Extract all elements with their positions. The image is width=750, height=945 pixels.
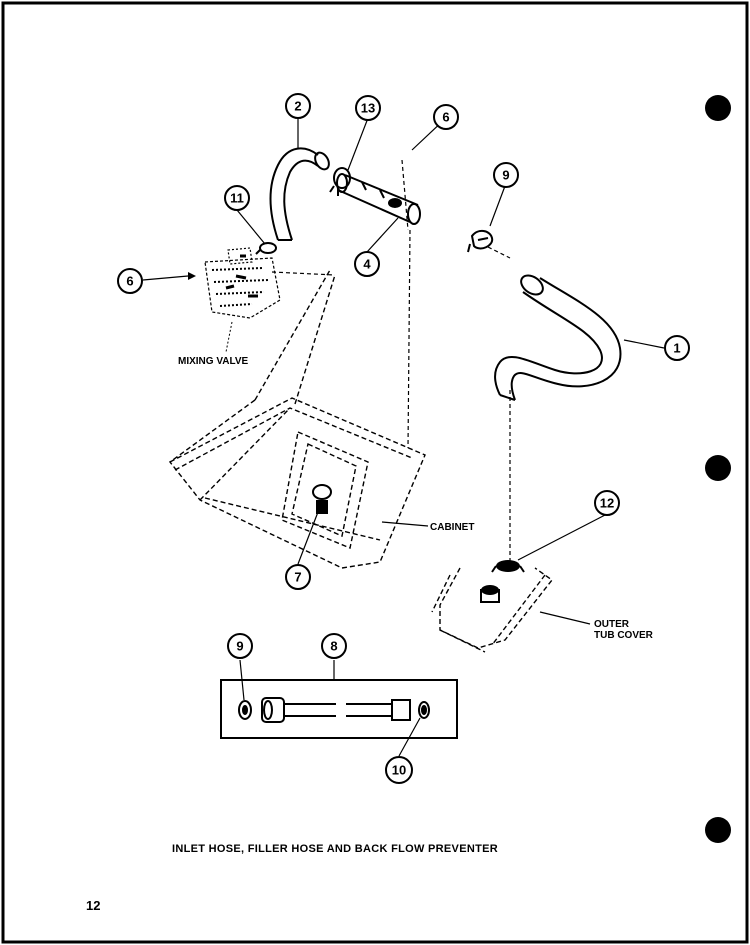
outer-tub-cover (431, 567, 554, 653)
mixing-valve-leader (225, 321, 233, 353)
binder-hole-top (705, 95, 731, 121)
diagram-title: INLET HOSE, FILLER HOSE AND BACK FLOW PR… (172, 843, 498, 855)
callout-7: 7 (294, 570, 301, 585)
mixing-valve-caption: MIXING VALVE (178, 356, 249, 367)
assembly-lines (271, 159, 511, 570)
callout-circle-1 (664, 335, 690, 361)
cabinet-caption: CABINET (430, 522, 474, 533)
callout-1: 1 (673, 341, 680, 356)
callout-4: 4 (363, 257, 371, 272)
callout-circle-8 (321, 633, 347, 659)
callout-10: 10 (392, 763, 406, 778)
binder-hole-middle (705, 455, 731, 481)
callout-6b: 6 (442, 110, 449, 125)
filler-hose (269, 147, 330, 241)
callout-circle-6a (117, 268, 143, 294)
back-flow-preventer (336, 173, 421, 225)
callout-circle-2 (285, 93, 311, 119)
leader-lines (142, 117, 665, 757)
callouts (117, 93, 690, 784)
callout-13: 13 (361, 101, 375, 116)
callout-circle-4 (354, 251, 380, 277)
mixing-valve (204, 247, 281, 319)
inlet-hose (494, 274, 622, 401)
callout-9b: 9 (236, 639, 243, 654)
callout-circle-6b (433, 104, 459, 130)
callout-8: 8 (330, 639, 337, 654)
callout-circle-10 (385, 756, 413, 784)
outer-tub-cover-caption-line1: OUTER (594, 619, 630, 630)
inlet-hose-assembly-box (220, 679, 458, 739)
clamp-11 (255, 242, 277, 255)
page-number: 12 (86, 898, 101, 913)
tub-cover-fitting (480, 585, 500, 603)
arrow-head (188, 272, 196, 280)
binder-hole-bottom (705, 817, 731, 843)
hose-clip-9 (467, 230, 494, 253)
cabinet-leader (381, 521, 429, 527)
callout-circle-13 (355, 95, 381, 121)
callout-circle-9b (227, 633, 253, 659)
inlet-hose-assembly (238, 697, 430, 723)
callout-12: 12 (600, 496, 614, 511)
callout-circle-7 (285, 564, 311, 590)
callout-11: 11 (230, 191, 244, 206)
outer-tub-cover-caption-line2: TUB COVER (594, 630, 654, 641)
back-flow-valve-12 (491, 560, 525, 573)
cabinet (168, 269, 426, 569)
callout-2: 2 (294, 99, 301, 114)
outer-tub-cover-leader (539, 611, 591, 625)
cabinet-fitting (312, 484, 332, 514)
callout-6a: 6 (126, 274, 133, 289)
callout-9a: 9 (502, 168, 509, 183)
callout-circle-12 (594, 490, 620, 516)
callout-circle-11 (224, 185, 250, 211)
callout-circle-9a (493, 162, 519, 188)
